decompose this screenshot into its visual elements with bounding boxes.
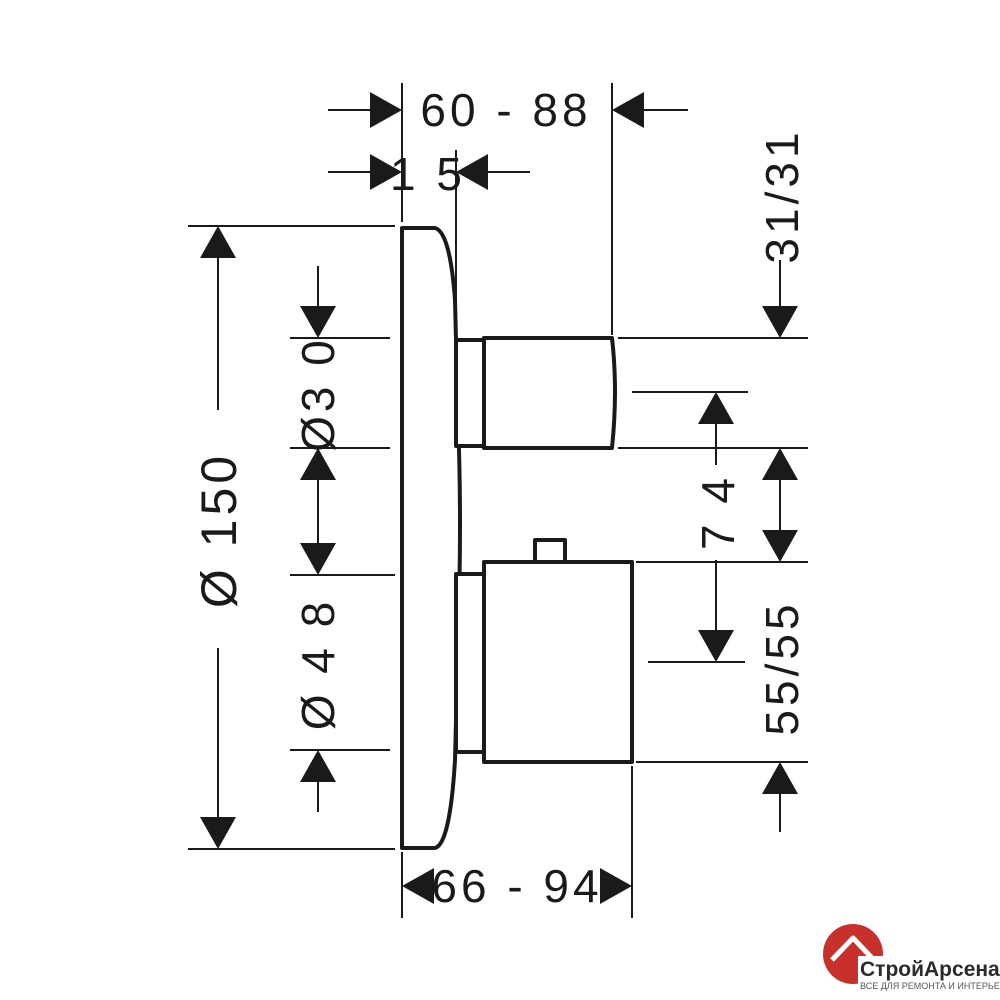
dim-left-lower: Ø 4 8: [292, 598, 344, 731]
logo-text-backdrop: [858, 956, 994, 986]
logo-brand-text: СтройАрсенал: [860, 958, 1000, 981]
mixer-outline: [400, 226, 634, 850]
stroyarsenal-logo: СтройАрсенал ВСЕ ДЛЯ РЕМОНТА И ИНТЕРЬЕРА: [823, 924, 1000, 991]
knob-button: [533, 538, 567, 564]
dim-left-upper: Ø3 0: [292, 336, 344, 452]
right-dimensions: [618, 260, 808, 832]
left-dimensions: [188, 225, 395, 850]
logo-tagline-text: ВСЕ ДЛЯ РЕМОНТА И ИНТЕРЬЕРА: [860, 981, 1000, 991]
cover-plate: [400, 226, 462, 850]
dim-right-bottom: 55/55: [756, 600, 808, 735]
dim-top-plate: 1 5: [390, 148, 466, 200]
bottom-dimensions: [401, 766, 633, 918]
upper-stem-collar: [454, 338, 486, 448]
house-icon: [830, 935, 876, 962]
dim-right-top: 31/31: [756, 128, 808, 263]
dim-right-middle: 7 4: [692, 474, 744, 550]
dim-left-overall: Ø 150: [191, 452, 247, 608]
thermostat-knob: [482, 560, 634, 764]
top-dimensions: [328, 83, 688, 335]
dim-bottom-overall: 66 - 94: [431, 860, 602, 912]
upper-handle: [482, 336, 617, 450]
dim-top-overall: 60 - 88: [420, 84, 591, 136]
lower-stem-collar: [454, 572, 486, 754]
